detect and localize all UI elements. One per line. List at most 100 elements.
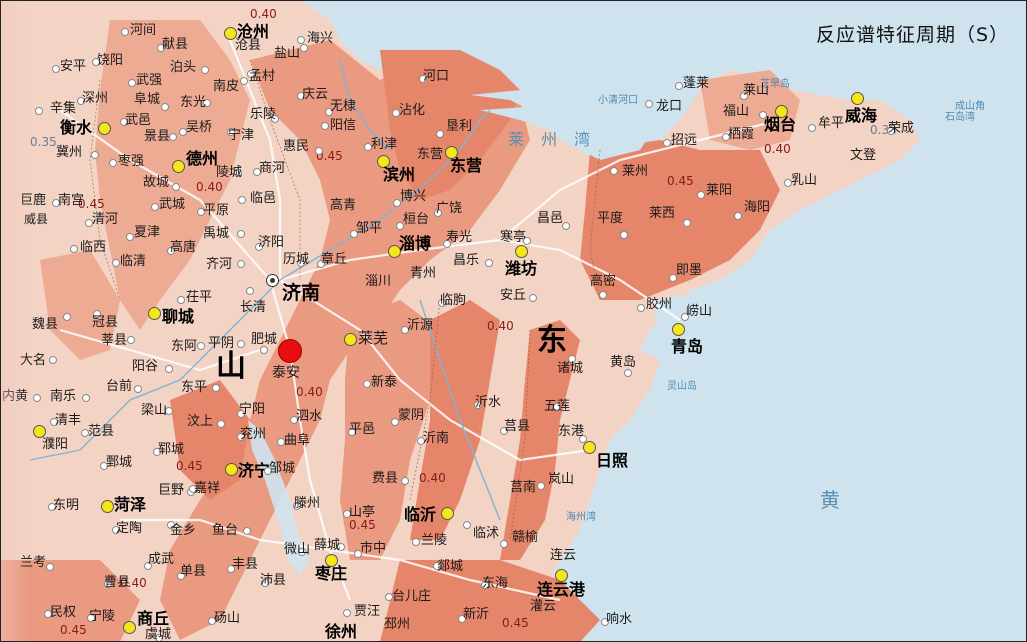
town-label: 辛集	[50, 101, 77, 116]
pref-dot[interactable]	[672, 323, 685, 336]
town-label: 莱西	[649, 206, 676, 221]
pref-dot[interactable]	[445, 146, 458, 159]
zone-value-label: 0.45	[349, 518, 376, 532]
zone-value-label: 0.40	[419, 471, 446, 485]
town-label: 孟村	[249, 69, 276, 84]
town-label: 海兴	[307, 31, 334, 46]
pref-dot[interactable]	[101, 500, 114, 513]
pref-dot[interactable]	[148, 307, 161, 320]
city-label: 潍坊	[505, 259, 538, 278]
town-label: 莒县	[504, 419, 531, 434]
town-label: 历城	[283, 252, 310, 267]
zone-value-label: 0.40	[764, 142, 791, 156]
town-label: 陵城	[216, 165, 243, 180]
town-label: 武强	[136, 73, 163, 88]
town-label: 即墨	[676, 263, 703, 278]
town-label: 薛城	[314, 538, 341, 553]
pref-dot[interactable]	[583, 441, 596, 454]
town-label: 南宫	[58, 193, 85, 208]
city-label: 淄博	[399, 234, 432, 253]
pref-dot[interactable]	[98, 122, 111, 135]
town-label: 章丘	[321, 252, 348, 267]
town-label: 兖州	[240, 427, 267, 442]
pref-dot[interactable]	[225, 463, 238, 476]
pref-dot[interactable]	[441, 507, 454, 520]
capital-marker[interactable]	[266, 274, 279, 287]
zone-value-label: 0.40	[120, 576, 147, 590]
town-label: 海阳	[744, 200, 771, 215]
town-label: 临沭	[473, 526, 500, 541]
epicenter-marker[interactable]	[278, 339, 302, 363]
town-label: 灌云	[530, 599, 557, 614]
sea-label-small: 石岛湾	[945, 112, 975, 123]
pref-dot[interactable]	[123, 621, 136, 634]
town-label: 福山	[723, 104, 750, 119]
pref-dot[interactable]	[377, 155, 390, 168]
pref-dot[interactable]	[172, 160, 185, 173]
pref-dot[interactable]	[224, 27, 237, 40]
town-label: 禹城	[203, 226, 230, 241]
map-title: 反应谱特征周期（S）	[815, 24, 1009, 46]
town-label: 成武	[148, 552, 175, 567]
city-label: 连云港	[537, 580, 586, 599]
town-label: 单县	[180, 564, 207, 579]
city-label: 衡水	[60, 118, 93, 137]
town-label: 夏津	[134, 225, 161, 240]
pref-dot[interactable]	[325, 554, 338, 567]
town-label: 曲阜	[284, 433, 311, 448]
town-label: 南乐	[50, 389, 77, 404]
town-label: 东港	[558, 424, 585, 439]
town-label: 五莲	[544, 399, 571, 414]
town-label: 沂水	[475, 395, 502, 410]
city-label: 商丘	[137, 609, 170, 628]
town-label: 金乡	[170, 523, 197, 538]
pref-dot[interactable]	[515, 245, 528, 258]
town-label: 山亭	[349, 505, 376, 520]
town-label: 滕州	[294, 496, 321, 511]
pref-dot[interactable]	[33, 425, 46, 438]
city-label: 临沂	[404, 505, 437, 524]
sea-label-huang: 黄	[820, 488, 846, 512]
pref-dot[interactable]	[851, 92, 864, 105]
sea-label-small: 小清河口	[598, 95, 638, 106]
town-label: 垦利	[446, 119, 473, 134]
city-label: 滨州	[383, 165, 416, 184]
town-label: 无棣	[330, 99, 357, 114]
town-label: 蓬莱	[683, 76, 710, 91]
town-label: 诸城	[557, 361, 584, 376]
town-label: 阜城	[134, 92, 161, 107]
pref-dot[interactable]	[555, 569, 568, 582]
town-label: 巨野	[158, 483, 185, 498]
sea-label-small: 成山角	[955, 101, 985, 112]
city-label: 菏泽	[114, 495, 147, 514]
town-label: 献县	[162, 37, 189, 52]
town-label: 定陶	[116, 521, 143, 536]
town-label: 茌平	[186, 290, 213, 305]
town-label: 广饶	[436, 201, 463, 216]
city-label: 德州	[186, 149, 219, 168]
town-label: 蒙阴	[398, 408, 425, 423]
city-label-jinan: 济南	[282, 282, 321, 304]
town-label: 新泰	[371, 375, 398, 390]
city-label: 濮阳	[42, 437, 69, 452]
pref-dot[interactable]	[344, 333, 357, 346]
town-label: 沾化	[399, 103, 426, 118]
town-label: 泊头	[170, 60, 197, 75]
town-label: 故城	[143, 175, 170, 190]
town-label: 荣成	[888, 121, 915, 136]
town-label: 高密	[590, 274, 617, 289]
town-label: 邹城	[269, 461, 296, 476]
town-label: 莱阳	[706, 183, 733, 198]
town-label: 沂南	[423, 431, 450, 446]
pref-dot[interactable]	[775, 105, 788, 118]
pref-dot[interactable]	[388, 245, 401, 258]
town-label: 青州	[410, 266, 437, 281]
town-label: 栖霞	[728, 127, 755, 142]
city-label: 烟台	[764, 115, 797, 134]
town-label: 丰县	[232, 557, 259, 572]
town-label: 寿光	[446, 230, 473, 245]
town-label: 魏县	[32, 317, 59, 332]
town-label: 威县	[24, 212, 49, 226]
town-label: 虞城	[145, 627, 172, 642]
town-label: 东平	[181, 380, 208, 395]
